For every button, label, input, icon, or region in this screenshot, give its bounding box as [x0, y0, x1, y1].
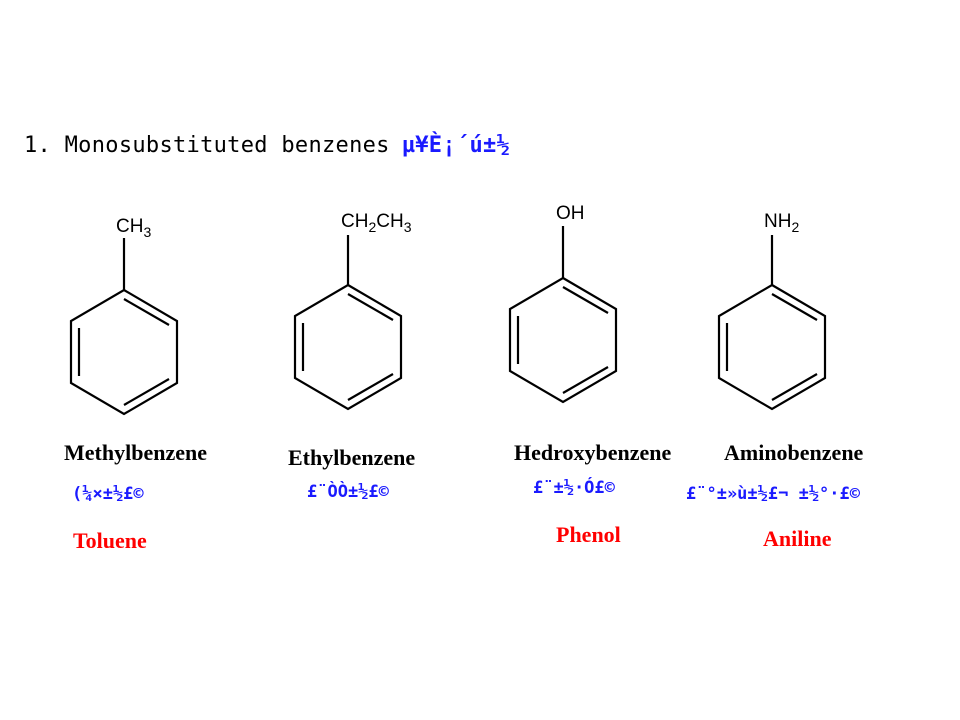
benzene-ring-4	[717, 235, 827, 411]
slide-heading: 1. Monosubstituted benzenes µ¥È¡´ú±½	[24, 133, 510, 158]
heading-garbled-text: µ¥È¡´ú±½	[401, 133, 511, 158]
substituent-label-2: CH2CH3	[341, 211, 412, 235]
hydroxybenzene-name: Hedroxybenzene	[514, 440, 672, 465]
phenol-common-name: Phenol	[556, 522, 621, 547]
methylbenzene-garbled-label: (¼×±½£©	[72, 484, 144, 504]
substituent-label-3: OH	[556, 203, 585, 224]
benzene-ring-2	[293, 235, 403, 411]
benzene-ring-1	[69, 238, 179, 416]
heading-text: 1. Monosubstituted benzenes	[24, 133, 390, 158]
aminobenzene-name: Aminobenzene	[724, 440, 864, 465]
substituent-label-1: CH3	[116, 216, 151, 240]
methylbenzene-name: Methylbenzene	[64, 440, 207, 465]
aniline-common-name: Aniline	[763, 526, 832, 551]
ethylbenzene-garbled-label: £¨ÒÒ±½£©	[307, 482, 389, 502]
substituent-label-4: NH2	[764, 211, 799, 235]
aminobenzene-garbled-label: £¨°±»ù±½£¬ ±½°·£©	[686, 484, 860, 504]
ethylbenzene-name: Ethylbenzene	[288, 445, 416, 470]
toluene-common-name: Toluene	[73, 528, 147, 553]
benzene-ring-3	[508, 226, 618, 404]
hydroxybenzene-garbled-label: £¨±½·Ó£©	[533, 478, 615, 498]
